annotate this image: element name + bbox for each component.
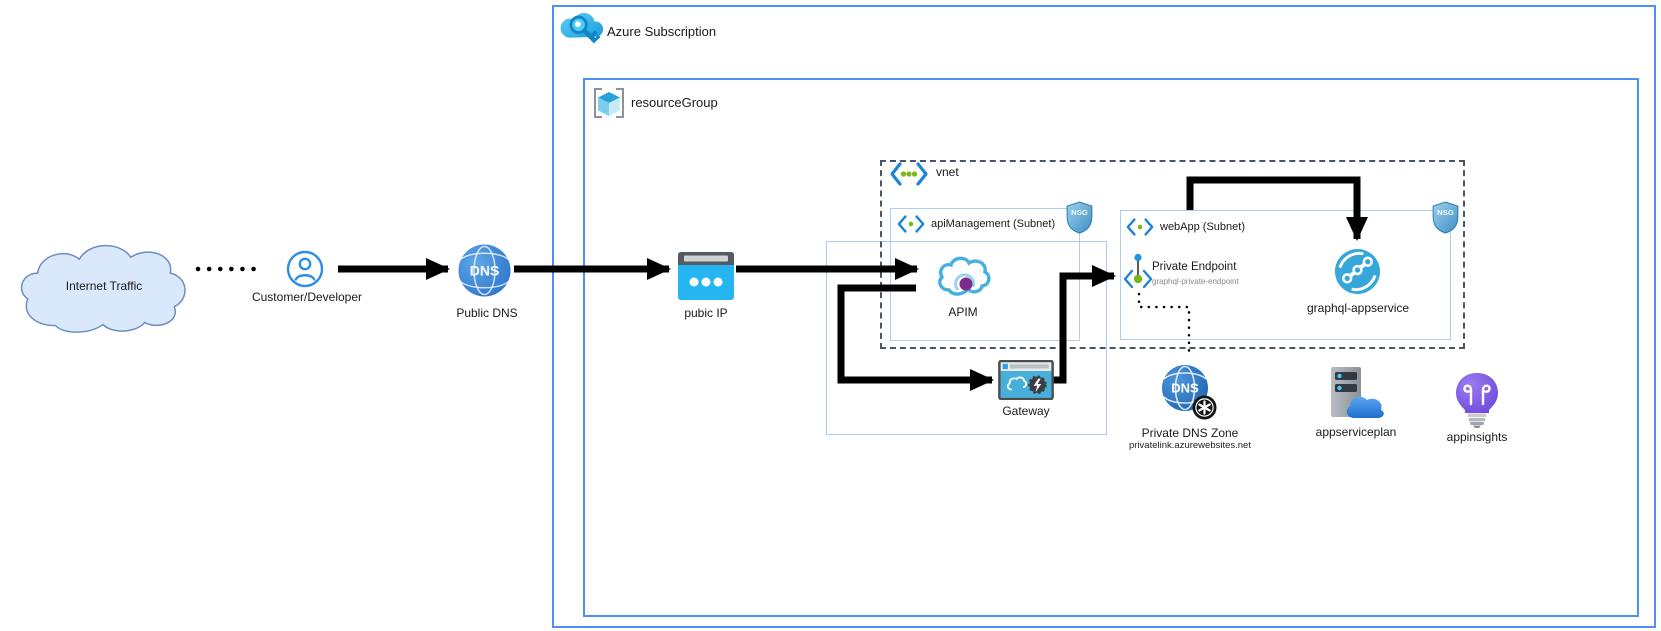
- asterisk-badge-icon: [1198, 400, 1211, 415]
- vnet-icon: [890, 162, 928, 186]
- apim-subnet-label: apiManagement (Subnet): [931, 218, 1056, 230]
- nsg-shield-icon: NSG: [1066, 201, 1093, 234]
- apim-subnet-icon: [897, 215, 925, 233]
- nsg-badge-text: NSG: [1071, 208, 1088, 217]
- public-ip-label: pubic IP: [684, 306, 728, 320]
- internet-traffic-cloud-icon: [20, 244, 186, 333]
- appserviceplan-icon: [1331, 367, 1384, 418]
- private-dns-zone-icon: DNS: [1162, 365, 1217, 420]
- gateway-icon: [998, 360, 1054, 400]
- webapp-subnet-icon: [1126, 218, 1154, 236]
- edge-gateway-to-private-endpoint: [1049, 265, 1116, 384]
- private-dns-zone-sublabel: privatelink.azurewebsites.net: [1129, 440, 1251, 451]
- appserviceplan-label: appserviceplan: [1315, 425, 1397, 439]
- appinsights-icon: [1456, 373, 1498, 428]
- webapp-subnet-label: webApp (Subnet): [1160, 221, 1245, 233]
- customer-person-icon: [286, 250, 324, 288]
- azure-subscription-label: Azure Subscription: [607, 24, 717, 39]
- apim-label: APIM: [948, 305, 978, 319]
- public-dns-label: Public DNS: [456, 306, 518, 320]
- azure-subscription-icon: [560, 12, 604, 44]
- webapp-subnet-container: [1120, 210, 1451, 340]
- private-endpoint-icon: [1123, 253, 1153, 289]
- gateway-label: Gateway: [1002, 404, 1050, 418]
- nsg-shield-icon: NSG: [1432, 201, 1459, 234]
- resource-group-container: [583, 78, 1639, 617]
- edge-private-endpoint-to-dns-zone: [1137, 292, 1191, 360]
- graphql-appservice-label: graphql-appservice: [1306, 301, 1410, 315]
- private-endpoint-sublabel: graphql-private-endpoint: [1152, 277, 1239, 286]
- private-endpoint-label: Private Endpoint: [1152, 261, 1237, 273]
- graphql-appservice-icon: [1334, 248, 1381, 295]
- apim-icon: [938, 256, 991, 296]
- private-dns-zone-label: Private DNS Zone: [1141, 426, 1239, 440]
- resource-group-label: resourceGroup: [631, 95, 718, 110]
- internet-traffic-label: Internet Traffic: [65, 279, 143, 293]
- azure-subscription-container: [552, 5, 1656, 628]
- resource-group-icon: [594, 88, 624, 118]
- vnet-label: vnet: [936, 165, 959, 179]
- edge-subnet-to-appservice: [1186, 176, 1368, 241]
- private-dns-zone-icon-text: DNS: [1171, 381, 1199, 396]
- apim-gateway-group-box: [826, 241, 1107, 435]
- public-dns-icon-text: DNS: [470, 263, 500, 279]
- public-ip-icon: [678, 252, 734, 300]
- edge-apim-to-gateway: [837, 284, 994, 391]
- filament-icon: [1463, 384, 1491, 406]
- vnet-container: [880, 160, 1465, 349]
- public-dns-icon: DNS: [458, 244, 511, 297]
- nsg-badge-text: NSG: [1437, 208, 1454, 217]
- customer-label: Customer/Developer: [251, 290, 363, 304]
- appinsights-label: appinsights: [1446, 430, 1508, 444]
